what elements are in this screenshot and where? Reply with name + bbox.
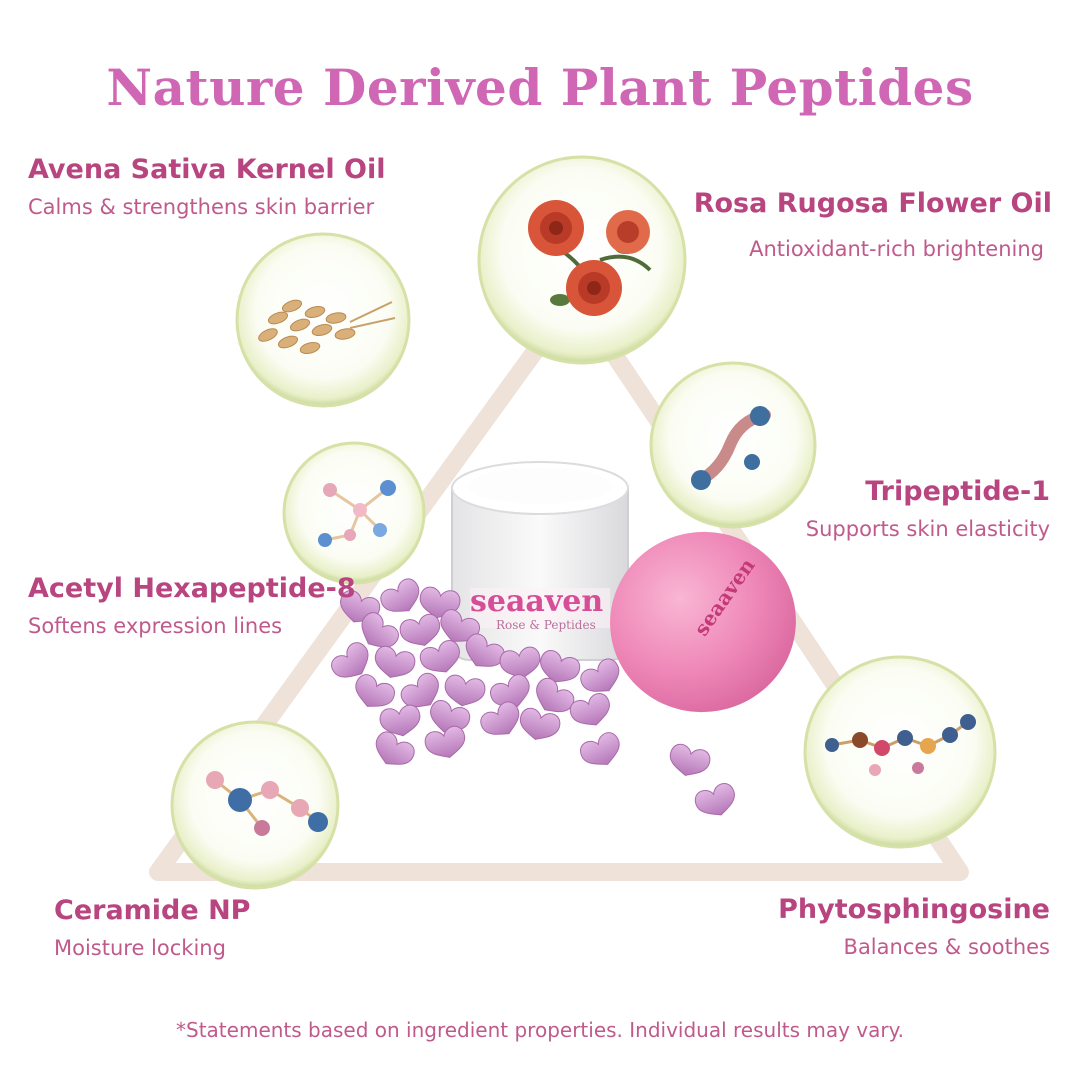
ingredient-name: Phytosphingosine	[778, 894, 1050, 925]
rose-icon	[477, 155, 687, 365]
ingredient-desc: Supports skin elasticity	[805, 517, 1050, 541]
capsule	[399, 613, 441, 646]
ingredient-hexapeptide: Acetyl Hexapeptide-8 Softens expression …	[28, 573, 356, 638]
molecule-icon	[803, 655, 997, 849]
capsule	[519, 707, 561, 740]
ingredient-desc: Moisture locking	[54, 936, 226, 960]
capsule	[379, 704, 421, 737]
capsule	[331, 642, 369, 678]
ingredient-desc: Antioxidant-rich brightening	[749, 237, 1044, 261]
product-jar	[451, 461, 629, 661]
ingredient-ceramide: Ceramide NP Moisture locking	[54, 895, 250, 960]
capsule-pile	[331, 578, 735, 816]
ingredient-name: Avena Sativa Kernel Oil	[28, 154, 386, 185]
ingredient-desc: Softens expression lines	[28, 614, 283, 638]
oat-grain-icon	[235, 232, 411, 408]
ingredient-name: Acetyl Hexapeptide-8	[28, 573, 356, 604]
molecule-icon	[649, 361, 817, 529]
capsule	[569, 693, 610, 726]
ingredient-phytosphingosine: Phytosphingosine Balances & soothes	[778, 894, 1050, 959]
ingredient-name: Tripeptide-1	[865, 476, 1050, 507]
capsule	[375, 731, 415, 765]
ingredient-desc: Calms & strengthens skin barrier	[28, 195, 375, 219]
capsule	[424, 725, 466, 758]
ingredient-tripeptide: Tripeptide-1 Supports skin elasticity	[806, 476, 1050, 541]
jar-subtitle-text: Rose & Peptides	[496, 618, 596, 632]
molecule-icon	[170, 720, 340, 890]
ingredient-rosa: Rosa Rugosa Flower Oil Antioxidant-rich …	[694, 188, 1052, 261]
capsule	[580, 732, 620, 765]
molecule-icon	[282, 441, 426, 585]
jar-brand-text: seaaven	[470, 584, 604, 619]
capsule	[440, 609, 480, 642]
capsule	[374, 645, 416, 678]
capsule	[694, 783, 735, 816]
capsule	[480, 701, 520, 735]
capsule	[355, 674, 395, 707]
capsule	[444, 674, 486, 707]
page-title: Nature Derived Plant Peptides	[106, 58, 974, 117]
capsule	[669, 743, 711, 776]
product-lid	[610, 531, 796, 713]
ingredient-desc: Balances & soothes	[843, 935, 1050, 959]
ingredient-avena: Avena Sativa Kernel Oil Calms & strength…	[28, 154, 385, 219]
capsule	[380, 578, 420, 612]
capsule	[580, 658, 620, 692]
capsule	[430, 700, 471, 733]
capsule	[361, 612, 399, 648]
ingredient-name: Rosa Rugosa Flower Oil	[693, 188, 1052, 219]
disclaimer: *Statements based on ingredient properti…	[176, 1018, 904, 1042]
capsule	[400, 672, 439, 708]
capsule	[540, 650, 581, 683]
capsule	[419, 640, 460, 673]
ingredient-name: Ceramide NP	[54, 895, 251, 926]
